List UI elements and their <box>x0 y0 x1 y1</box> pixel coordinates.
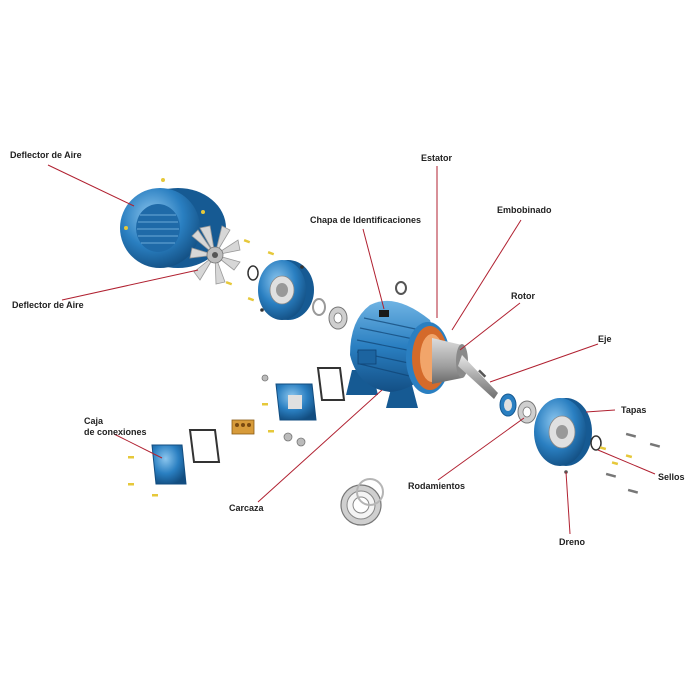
label-shaft: Eje <box>598 334 612 344</box>
leader-lines <box>47 164 656 535</box>
label-winding: Embobinado <box>497 205 552 215</box>
label-rotor: Rotor <box>511 291 535 301</box>
bolts-terminal <box>128 403 274 497</box>
seal-ring-front <box>590 435 602 451</box>
fan-cover <box>120 178 226 268</box>
shaft <box>458 355 498 399</box>
label-junction-box-line2: de conexiones <box>84 427 147 437</box>
terminal-box-base <box>275 383 317 421</box>
terminal-block <box>231 419 255 435</box>
label-air-deflector-top: Deflector de Aire <box>10 150 82 160</box>
label-housing: Carcaza <box>229 503 264 513</box>
gasket-lid <box>188 429 221 463</box>
washer-rear <box>312 298 326 316</box>
nuts-washers <box>261 374 306 447</box>
terminal-box-lid <box>151 444 187 485</box>
label-junction-box-line1: Caja <box>84 416 104 426</box>
rear-end-shield <box>258 260 314 320</box>
bolts-rear <box>225 239 275 302</box>
eye-bolt <box>395 281 407 295</box>
label-stator: Estator <box>421 153 453 163</box>
spare-bearing <box>340 478 384 526</box>
front-end-shield <box>534 398 592 474</box>
rear-bearing <box>328 306 348 330</box>
label-nameplate: Chapa de Identificaciones <box>310 215 422 225</box>
fan <box>189 225 241 285</box>
gasket-base <box>316 367 346 401</box>
seal-ring-rear <box>247 265 259 281</box>
front-bearing <box>499 393 537 424</box>
bolts-front <box>599 432 661 494</box>
label-air-deflector-fan: Deflector de Aire <box>12 300 84 310</box>
label-end-caps: Tapas <box>621 405 647 415</box>
label-bearings: Rodamientos <box>408 481 466 491</box>
label-drain: Dreno <box>559 537 586 547</box>
nameplate-plate <box>379 310 389 317</box>
label-seals: Sellos <box>658 472 685 482</box>
